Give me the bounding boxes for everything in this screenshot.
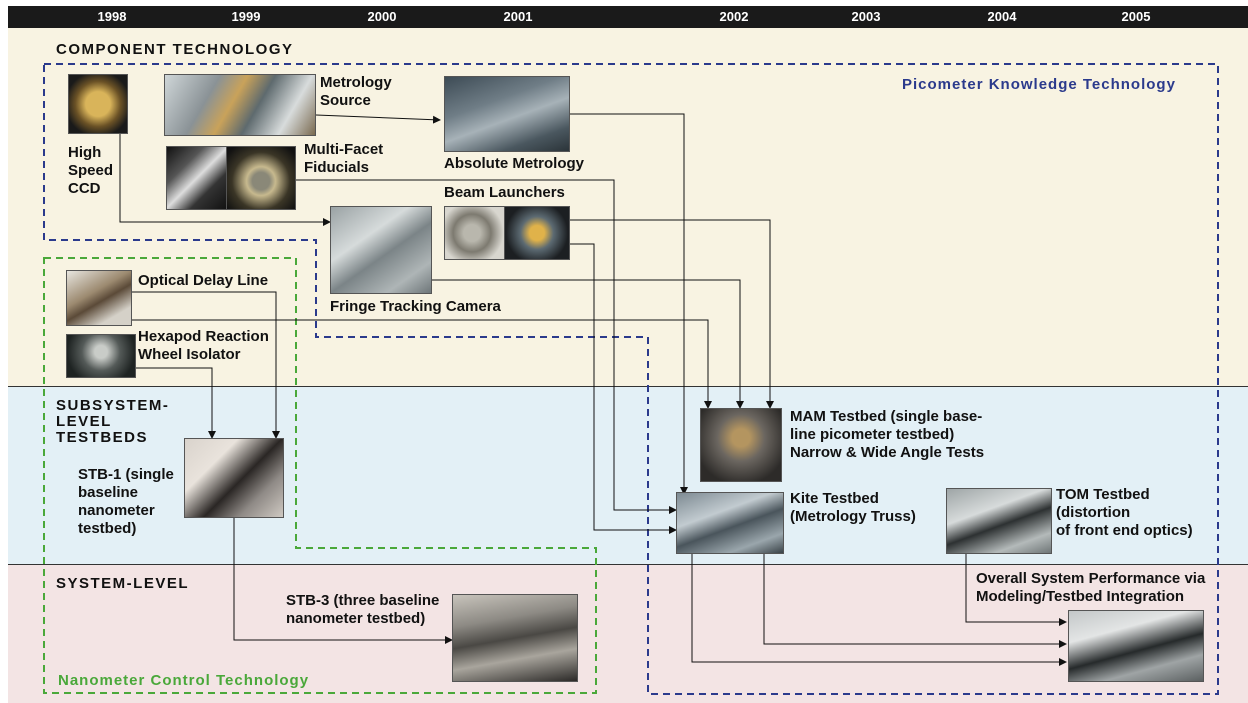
connector-beam-to-kite xyxy=(568,243,677,534)
year-1999: 1999 xyxy=(231,9,261,24)
tom-label: TOM Testbed (distortion of front end opt… xyxy=(1056,486,1193,539)
ccd-label: High Speed CCD xyxy=(68,144,114,197)
metrology-source-label: Metrology Source xyxy=(320,74,392,109)
overall-system-photo xyxy=(1068,610,1204,682)
hexapod-photo xyxy=(66,334,136,378)
hexapod-label: Hexapod Reaction Wheel Isolator xyxy=(138,328,269,363)
year-2004: 2004 xyxy=(987,9,1017,24)
connector-absolute-to-mam xyxy=(568,113,688,495)
metrology-source-photo xyxy=(164,74,316,136)
nanometer-region-outline xyxy=(43,257,597,694)
year-timeline-bar: 1998 1999 2000 2001 2002 2003 2004 2005 xyxy=(8,6,1248,28)
connector-fiducials-to-kite xyxy=(292,179,677,514)
connector-kite-to-overall-1 xyxy=(763,552,1067,648)
year-2002: 2002 xyxy=(719,9,749,24)
year-2000: 2000 xyxy=(367,9,397,24)
connector-odl-to-mam xyxy=(130,319,712,409)
fringe-camera-label: Fringe Tracking Camera xyxy=(330,298,501,315)
year-1998: 1998 xyxy=(97,9,127,24)
overall-system-label: Overall System Performance via Modeling/… xyxy=(976,570,1206,605)
mam-label: MAM Testbed (single base- line picometer… xyxy=(790,408,985,461)
system-band xyxy=(8,564,1248,703)
tom-photo xyxy=(946,488,1052,554)
year-2005: 2005 xyxy=(1121,9,1151,24)
beam-launcher-photo-1 xyxy=(444,206,506,260)
kite-photo xyxy=(676,492,784,554)
connector-beam-to-mam xyxy=(568,219,774,409)
connector-odl-to-stb1 xyxy=(130,291,280,439)
optical-delay-photo xyxy=(66,270,132,326)
stb3-photo xyxy=(452,594,578,682)
subsystem-heading: SUBSYSTEM- LEVEL TESTBEDS xyxy=(56,397,170,446)
nanometer-tech-label: Nanometer Control Technology xyxy=(58,672,310,689)
absolute-metrology-photo xyxy=(444,76,570,152)
mam-photo xyxy=(700,408,782,482)
year-2001: 2001 xyxy=(503,9,533,24)
component-technology-heading: COMPONENT TECHNOLOGY xyxy=(56,41,294,58)
system-level-heading: SYSTEM-LEVEL xyxy=(56,575,190,592)
multi-facet-photo-2 xyxy=(226,146,296,210)
connector-kite-to-overall-2 xyxy=(691,552,1067,666)
connector-fringe-to-mam xyxy=(430,279,744,409)
beam-launchers-label: Beam Launchers xyxy=(444,184,565,201)
stb3-label: STB-3 (three baseline nanometer testbed) xyxy=(286,592,440,627)
ccd-photo xyxy=(68,74,128,134)
connector-tom-to-overall xyxy=(965,552,1067,626)
multi-facet-photo-1 xyxy=(166,146,228,210)
optical-delay-label: Optical Delay Line xyxy=(138,272,269,289)
stb1-photo xyxy=(184,438,284,518)
beam-launcher-photo-2 xyxy=(504,206,570,260)
kite-label: Kite Testbed (Metrology Truss) xyxy=(790,490,916,525)
connector-ccd-to-fringe xyxy=(119,134,331,226)
picometer-tech-label: Picometer Knowledge Technology xyxy=(902,76,1176,93)
absolute-metrology-label: Absolute Metrology xyxy=(444,155,585,172)
connector-hexapod-to-stb1 xyxy=(134,367,216,439)
year-2003: 2003 xyxy=(851,9,881,24)
multi-facet-label: Multi-Facet Fiducials xyxy=(304,141,384,176)
picometer-region-outline xyxy=(43,63,1219,695)
fringe-camera-photo xyxy=(330,206,432,294)
connector-stb1-to-stb3 xyxy=(233,516,453,644)
stb1-label: STB-1 (single baseline nanometer testbed… xyxy=(78,466,174,537)
